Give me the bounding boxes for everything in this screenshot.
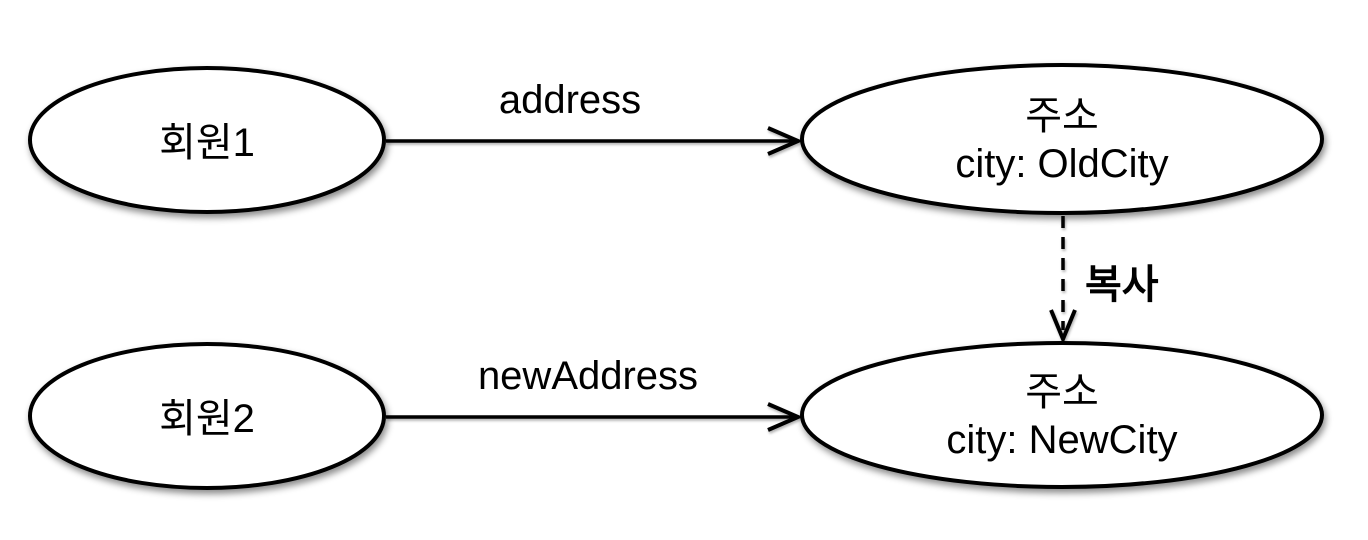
node-address-new-detail: city: NewCity xyxy=(946,418,1177,462)
node-member1 xyxy=(28,66,386,214)
node-address-old-detail: city: OldCity xyxy=(955,142,1168,186)
edge-new-address xyxy=(386,402,804,432)
node-member1-label: 회원1 xyxy=(159,121,255,165)
node-address-new-title: 주소 xyxy=(1025,370,1099,414)
arrowhead-icon xyxy=(767,402,804,432)
arrowhead-down-icon xyxy=(1049,309,1077,345)
node-member2 xyxy=(28,342,386,490)
node-address-old-title: 주소 xyxy=(1025,94,1099,138)
edge-copy-label: 복사 xyxy=(1085,263,1159,307)
arrowhead-icon xyxy=(767,126,804,156)
node-address-new xyxy=(800,341,1324,489)
node-member2-label: 회원2 xyxy=(159,397,255,441)
edge-address-label: address xyxy=(499,78,641,122)
node-address-old xyxy=(800,63,1324,215)
edge-copy xyxy=(1049,216,1077,345)
edge-address xyxy=(386,126,804,156)
edge-new-address-label: newAddress xyxy=(478,354,698,398)
